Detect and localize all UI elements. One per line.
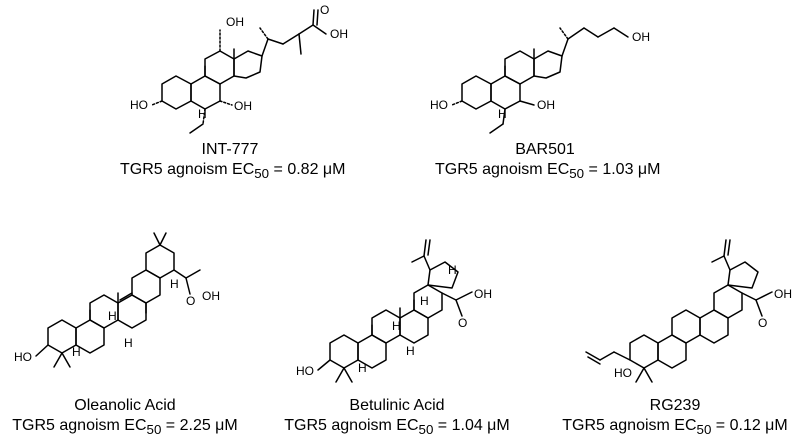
atom-label: O [186, 294, 195, 308]
activity-prefix: TGR5 agnoism EC [562, 417, 697, 434]
activity-text: TGR5 agnoism EC50 = 0.12 μM [560, 416, 790, 440]
activity-subscript: 50 [254, 166, 270, 182]
atom-label: OH [537, 98, 555, 112]
compound-name: Oleanolic Acid [74, 397, 176, 414]
activity-value: = 0.82 μM [269, 161, 346, 178]
atom-label: OH [774, 287, 792, 301]
activity-text: TGR5 agnoism EC50 = 1.03 μM [435, 160, 660, 184]
atom-label: HO [614, 366, 632, 380]
atom-label: OH [474, 287, 492, 301]
atom-label: H [124, 336, 133, 350]
atom-label: H [72, 345, 81, 359]
activity-prefix: TGR5 agnoism EC [435, 161, 570, 178]
activity-text: TGR5 agnoism EC50 = 1.04 μM [282, 416, 512, 440]
activity-text: TGR5 agnoism EC50 = 2.25 μM [10, 416, 240, 440]
activity-value: = 2.25 μM [161, 417, 238, 434]
structure-oleanolic-acid [35, 232, 201, 368]
compound-name: RG239 [649, 397, 701, 414]
activity-value: = 1.04 μM [433, 417, 510, 434]
structure-bar501 [451, 27, 629, 134]
atom-label: O [320, 3, 329, 17]
compound-name: INT-777 [201, 141, 259, 158]
atom-label: H [108, 309, 117, 323]
atom-label: H [448, 263, 457, 277]
atom-label: H [406, 344, 415, 358]
atom-label: OH [202, 289, 220, 303]
compound-name: Betulinic Acid [349, 397, 445, 414]
caption-bar501: BAR501 TGR5 agnoism EC50 = 1.03 μM [435, 140, 660, 184]
activity-subscript: 50 [418, 422, 434, 438]
caption-oleanolic-acid: Oleanolic Acid TGR5 agnoism EC50 = 2.25 … [10, 396, 240, 440]
caption-int-777: INT-777 TGR5 agnoism EC50 = 0.82 μM [120, 140, 345, 184]
atom-label: H [170, 277, 179, 291]
caption-betulinic-acid: Betulinic Acid TGR5 agnoism EC50 = 1.04 … [282, 396, 512, 440]
activity-prefix: TGR5 agnoism EC [284, 417, 419, 434]
structure-int-777 [151, 9, 327, 134]
activity-value: = 1.03 μM [584, 161, 661, 178]
activity-prefix: TGR5 agnoism EC [12, 417, 147, 434]
atom-label: H [392, 319, 401, 333]
structure-rg239 [585, 239, 773, 383]
atom-label: H [420, 294, 429, 308]
activity-subscript: 50 [569, 166, 585, 182]
atom-label: OH [234, 99, 252, 113]
compound-name: BAR501 [515, 141, 575, 158]
atom-label: H [358, 361, 367, 375]
activity-text: TGR5 agnoism EC50 = 0.82 μM [120, 160, 345, 184]
caption-rg239: RG239 TGR5 agnoism EC50 = 0.12 μM [560, 396, 790, 440]
structure-betulinic-acid [317, 239, 473, 383]
atom-label: HO [430, 98, 448, 112]
atom-label: O [758, 316, 767, 330]
atom-label: HO [14, 350, 32, 364]
activity-prefix: TGR5 agnoism EC [120, 161, 255, 178]
atom-label: HO [130, 98, 148, 112]
atom-label: H [198, 107, 207, 121]
atom-label: H [498, 107, 507, 121]
activity-subscript: 50 [146, 422, 162, 438]
atom-label: OH [226, 15, 244, 29]
activity-subscript: 50 [696, 422, 712, 438]
atom-labels: OH O OH HO H OH OH HO H OH OH O H H H HO… [14, 3, 792, 380]
atom-label: O [458, 316, 467, 330]
atom-label: HO [296, 364, 314, 378]
atom-label: OH [632, 30, 650, 44]
activity-value: = 0.12 μM [711, 417, 788, 434]
atom-label: OH [330, 27, 348, 41]
